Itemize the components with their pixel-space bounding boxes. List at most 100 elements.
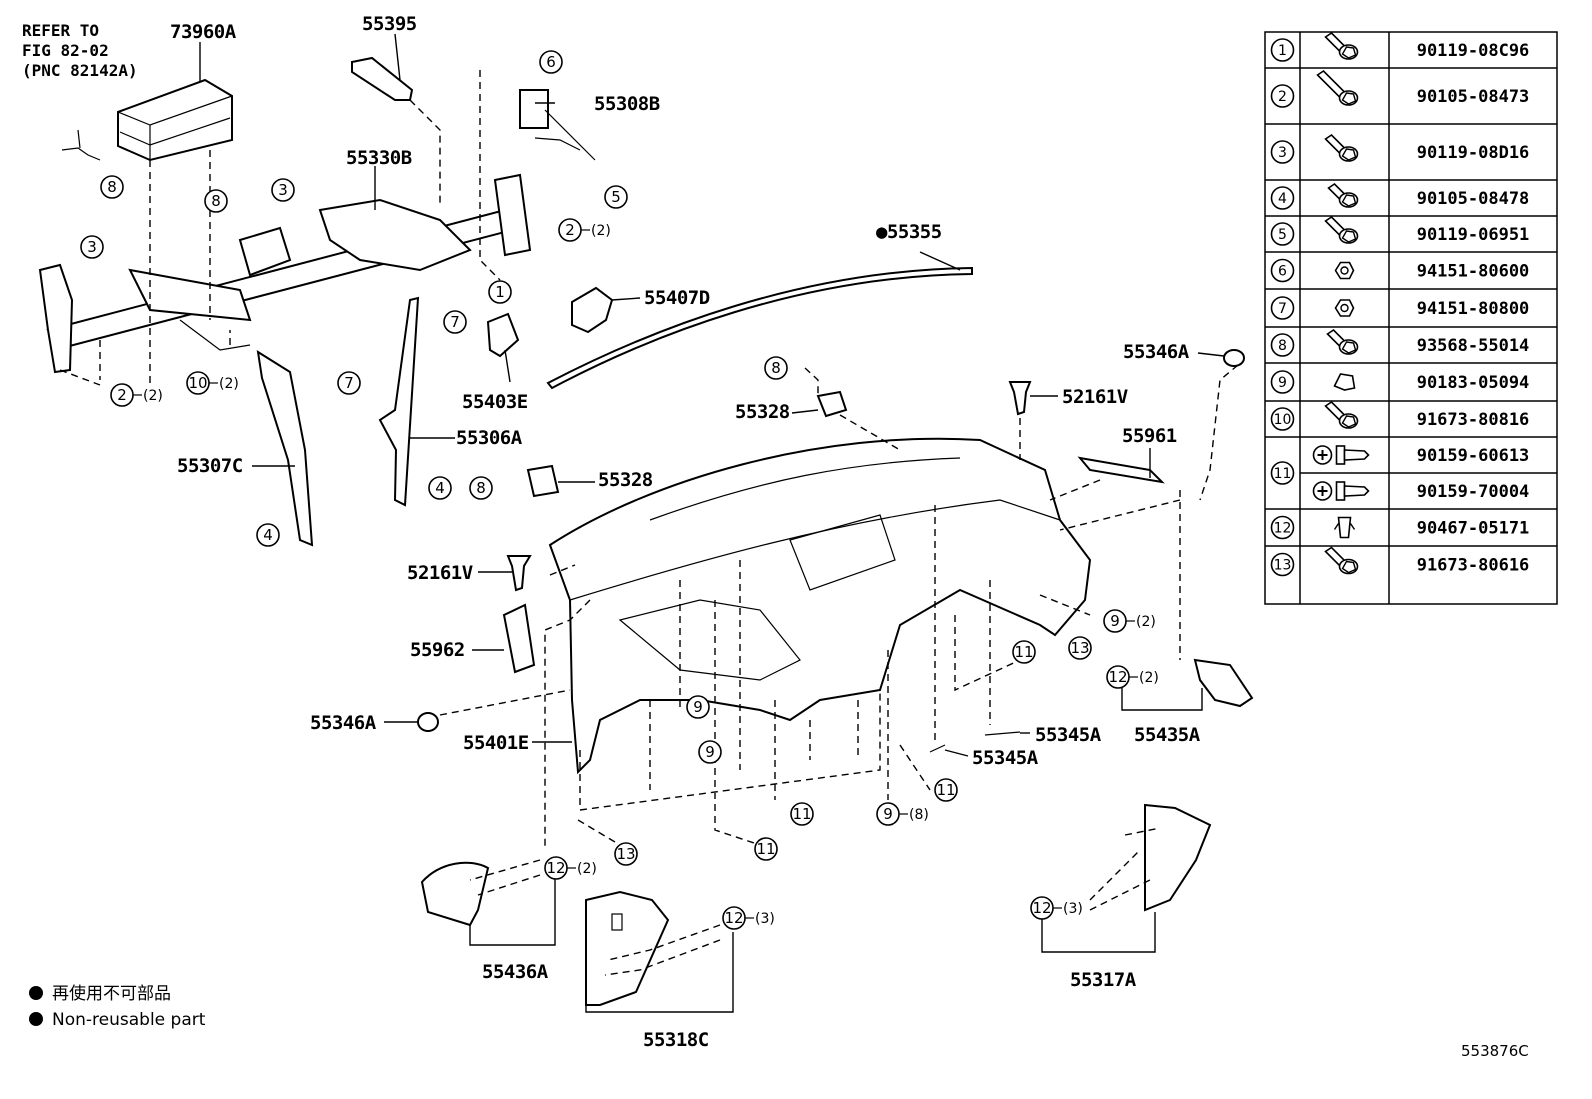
fastener-part-number: 90119-06951 (1417, 225, 1530, 245)
callout-number: 9 (693, 698, 703, 716)
callout-circle (428, 476, 452, 500)
label-55306A: 55306A (456, 427, 523, 449)
label-55307C: 55307C (177, 455, 243, 477)
fastener-number-circle (1270, 461, 1295, 485)
callout-layer: 886532(2)3172(2)10(2)784849(2)131112(2)9… (80, 50, 1159, 930)
reinforcement-55330B (38, 173, 532, 374)
label-55435A: 55435A (1134, 724, 1201, 746)
clip-icon (1333, 516, 1356, 539)
label-55962: 55962 (410, 639, 465, 661)
fastener-number: 8 (1278, 338, 1287, 354)
non-reusable-bullet-icon (29, 986, 43, 1000)
callout-circle (469, 476, 493, 500)
callout-number: 1 (495, 283, 505, 301)
fastener-number: 10 (1274, 412, 1292, 428)
callout-number: 9 (705, 743, 715, 761)
assembly-lines (59, 70, 1239, 976)
tapping-screw-icon (1312, 481, 1370, 501)
label-55407D: 55407D (644, 287, 710, 309)
callout-10: 10 (2) (186, 371, 239, 395)
callout-2: 2(2) (558, 218, 611, 242)
label-55317A: 55317A (1070, 969, 1137, 991)
fastener-number: 12 (1274, 521, 1292, 537)
callout-number: 8 (771, 359, 781, 377)
label-55318C: 55318C (643, 1029, 709, 1051)
callout-number: 3 (87, 238, 97, 256)
callout-number: 7 (450, 313, 460, 331)
callout-quantity: (2) (219, 376, 239, 392)
callout-8: 8 (204, 189, 228, 213)
fastener-number-circle (1270, 258, 1295, 283)
fastener-number-circle (1270, 552, 1295, 577)
callout-number: 8 (211, 192, 221, 210)
screw-icon (1326, 328, 1359, 355)
fastener-number-circle (1270, 407, 1295, 431)
callout-12: 12(2) (1106, 665, 1159, 689)
lower-cover-55318C (585, 890, 670, 1006)
label-52161V-mid: 52161V (407, 562, 473, 584)
callout-4: 4 (256, 523, 280, 547)
callout-number: 10 (188, 374, 207, 392)
label-55395: 55395 (362, 13, 417, 35)
callout-8: 8 (764, 356, 788, 380)
fastener-number: 1 (1278, 43, 1287, 59)
label-55403E: 55403E (462, 391, 528, 413)
label-55328-top: 55328 (735, 401, 790, 423)
cap-55346A-top (1223, 349, 1245, 367)
fastener-number-circle (1270, 515, 1295, 540)
refer-note-line-1: REFER TO (22, 21, 99, 40)
nut-icon (1334, 299, 1355, 317)
callout-circle (698, 740, 722, 764)
fastener-number: 9 (1278, 375, 1287, 391)
callout-circle (604, 185, 628, 209)
clip-55345A-a (984, 731, 1021, 736)
callout-quantity: (2) (1139, 670, 1159, 686)
passenger-airbag-module (61, 78, 233, 162)
callout-circle (934, 778, 958, 802)
bracket-55407D (571, 286, 614, 334)
label-73960A: 73960A (170, 21, 237, 43)
callout-8: 8 (469, 476, 493, 500)
label-55345A-a: 55345A (1035, 724, 1102, 746)
label-55346A-left: 55346A (310, 712, 377, 734)
callout-11: 11 (790, 802, 814, 826)
callout-quantity: (2) (591, 223, 611, 239)
callout-circle (80, 235, 104, 259)
label-55436A: 55436A (482, 961, 549, 983)
leader-lines (199, 33, 1225, 1013)
bolt-with-washer-icon (1324, 546, 1359, 575)
callout-circle (337, 371, 361, 395)
callout-number: 8 (476, 479, 486, 497)
callout-9: 9(8) (876, 802, 929, 826)
callout-number: 6 (546, 53, 556, 71)
nut-icon (1334, 261, 1355, 280)
clip-55345A-b (929, 744, 946, 753)
callout-12: 12(2) (544, 856, 597, 880)
refer-note: REFER TO FIG 82-02 (PNC 82142A) (22, 21, 138, 80)
fastener-part-number: 90119-08D16 (1417, 143, 1530, 163)
callout-12: 12(3) (1030, 896, 1083, 920)
fastener-part-number: 94151-80600 (1417, 262, 1530, 282)
callout-number: 8 (107, 178, 117, 196)
callout-number: 3 (278, 181, 288, 199)
callout-circle (686, 695, 710, 719)
callout-quantity: (3) (755, 911, 775, 927)
defroster-nozzle-strip (546, 266, 973, 390)
label-55330B: 55330B (346, 147, 412, 169)
callout-number: 13 (616, 845, 635, 863)
refer-note-line-2: FIG 82-02 (22, 41, 109, 60)
callout-number: 7 (344, 374, 354, 392)
callout-9: 9 (686, 695, 710, 719)
bracket-55403E (486, 312, 520, 358)
clip-52161V-mid (506, 555, 532, 592)
bolt-with-washer-icon (1324, 215, 1359, 244)
callout-quantity: (3) (1063, 901, 1083, 917)
callout-7: 7 (443, 310, 467, 334)
